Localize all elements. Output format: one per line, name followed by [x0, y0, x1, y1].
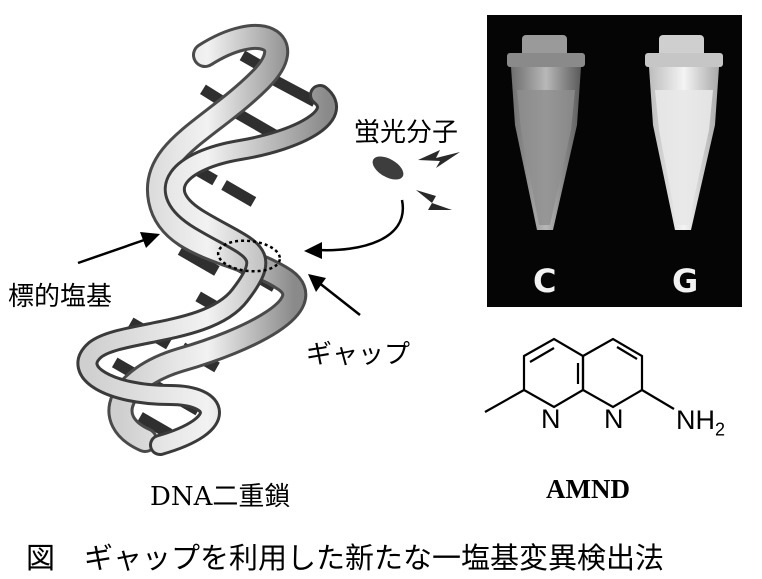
- tube-c: [507, 35, 585, 230]
- binding-arrow: [304, 199, 405, 259]
- gap-label: ギャップ: [306, 340, 411, 370]
- emission-bolt-icon: [418, 150, 460, 168]
- tube-g: [645, 35, 723, 230]
- tube-photo-drawing: [507, 35, 723, 230]
- amine-label: NH: [676, 405, 715, 435]
- amnd-label: AMND: [546, 474, 630, 504]
- gap-marker: [216, 239, 282, 273]
- atom-n2: N: [604, 404, 624, 434]
- fluorescent-molecule-label: 蛍光分子: [354, 118, 459, 148]
- target-base-label: 標的塩基: [8, 282, 113, 312]
- dna-duplex-label: DNA二重鎖: [150, 482, 291, 512]
- emission-bolt-icon: [416, 190, 452, 210]
- tube-label-c: C: [533, 262, 557, 300]
- amine-group: NH2: [676, 405, 725, 440]
- figure-caption: 図 ギャップを利用した新たな一塩基変異検出法: [26, 541, 665, 575]
- amnd-structure: [484, 337, 675, 413]
- gap-arrow: [308, 274, 361, 316]
- tube-photo: C G: [487, 15, 742, 307]
- tube-label-g: G: [672, 262, 699, 300]
- fluorescent-molecule-icon: [372, 156, 404, 180]
- atom-n1: N: [541, 404, 561, 434]
- amine-subscript: 2: [715, 419, 726, 440]
- target-base-arrow: [77, 232, 160, 265]
